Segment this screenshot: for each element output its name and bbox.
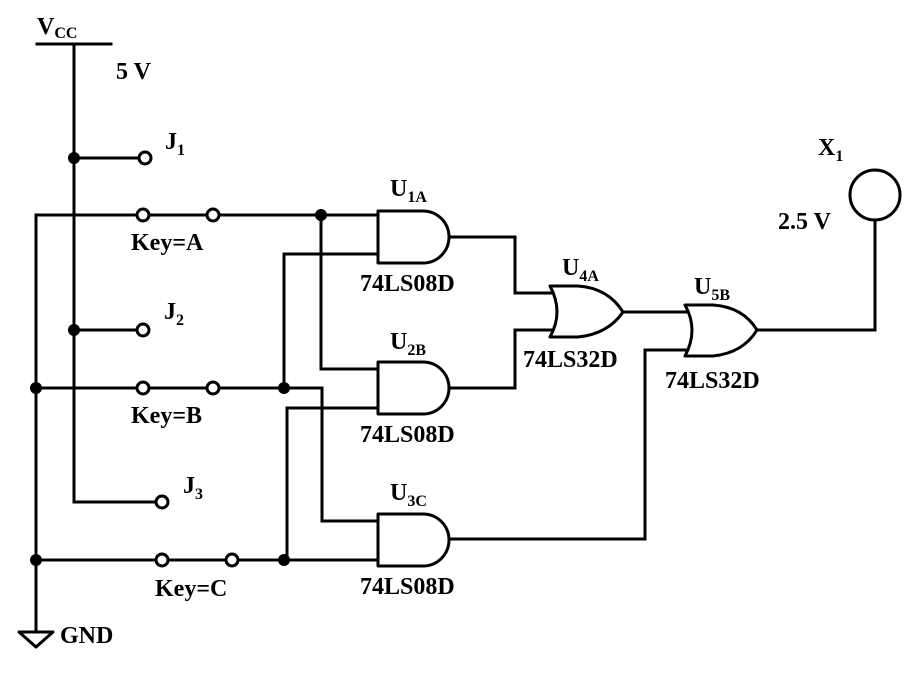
switch-c-key-label: Key=C [155, 576, 227, 602]
junction-vcc-j2 [68, 324, 80, 336]
jack-j3[interactable]: J3 [72, 438, 203, 510]
signal-c-to-u2b-wire [285, 406, 380, 562]
or-gate-icon[interactable] [548, 284, 625, 339]
u1a-output-wire [447, 235, 555, 295]
switch-a-terminal-2[interactable] [205, 207, 221, 223]
vcc-voltage: 5 V [116, 59, 152, 85]
u5b-ref-label: U5B [694, 274, 730, 304]
switch-c-terminal-2[interactable] [224, 552, 240, 568]
j1-label: J1 [165, 129, 185, 159]
j3-label: J3 [183, 473, 203, 503]
j1-terminal[interactable] [137, 150, 153, 166]
j3-wire [72, 438, 158, 504]
gate-u5b-or[interactable]: U5B 74LS32D [665, 274, 760, 394]
and-gate-icon[interactable] [376, 360, 451, 416]
ground-icon [17, 630, 55, 649]
gate-u4a-or[interactable]: U4A 74LS32D [523, 255, 625, 373]
switch-a-terminal-1[interactable] [135, 207, 151, 223]
switch-c-terminal-1[interactable] [154, 552, 170, 568]
gnd-symbol: GND [17, 623, 113, 649]
u2b-output-wire [447, 328, 555, 390]
probe-label: X1 [818, 135, 843, 165]
or-gate-icon[interactable] [683, 303, 759, 358]
signal-a-to-u2b-wire [319, 213, 380, 371]
gate-u3c-and[interactable]: U3C 74LS08D [360, 480, 455, 600]
probe-voltage: 2.5 V [778, 209, 832, 235]
switch-b-terminal-1[interactable] [135, 380, 151, 396]
signal-b-to-u3c-wire [217, 386, 380, 523]
u3c-output-wire [447, 348, 689, 541]
u5b-output-wire [755, 218, 877, 332]
u5b-part-label: 74LS32D [665, 368, 760, 394]
u2b-ref-label: U2B [390, 329, 426, 359]
switch-c[interactable]: Key=C [34, 552, 240, 602]
probe-x1[interactable]: X1 2.5 V [778, 135, 902, 235]
u1a-ref-label: U1A [390, 176, 427, 206]
switch-a-key-label: Key=A [131, 230, 204, 256]
jack-j1[interactable]: J1 [72, 129, 185, 166]
switch-b[interactable]: Key=B [34, 380, 221, 429]
signal-b-to-u1a-wire [282, 252, 380, 390]
and-gate-icon[interactable] [376, 512, 451, 568]
u2b-part-label: 74LS08D [360, 422, 455, 448]
switch-a[interactable]: Key=A [34, 207, 221, 256]
u3c-part-label: 74LS08D [360, 574, 455, 600]
vcc-source: VCC 5 V [35, 14, 152, 85]
gate-u1a-and[interactable]: U1A 74LS08D [360, 176, 455, 297]
and-gate-icon[interactable] [376, 209, 451, 265]
j2-label: J2 [164, 299, 184, 329]
jack-j2[interactable]: J2 [72, 299, 184, 338]
vcc-label: VCC [37, 14, 77, 42]
gnd-label: GND [60, 623, 113, 649]
u4a-ref-label: U4A [562, 255, 599, 285]
junction-vcc-j1 [68, 152, 80, 164]
u4a-part-label: 74LS32D [523, 347, 618, 373]
u1a-part-label: 74LS08D [360, 271, 455, 297]
u3c-ref-label: U3C [390, 480, 427, 510]
j3-terminal[interactable] [154, 494, 170, 510]
probe-lamp-icon[interactable] [848, 168, 902, 222]
switch-b-terminal-2[interactable] [205, 380, 221, 396]
switch-b-key-label: Key=B [131, 403, 202, 429]
gate-u2b-and[interactable]: U2B 74LS08D [360, 329, 455, 448]
j2-terminal[interactable] [135, 322, 151, 338]
